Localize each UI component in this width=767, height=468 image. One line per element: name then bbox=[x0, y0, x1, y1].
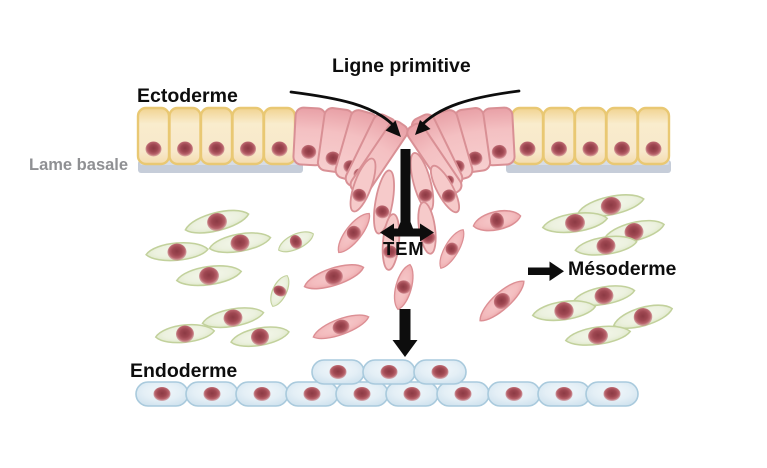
mesenchyme-cell bbox=[309, 308, 372, 345]
primitive-streak-epithelium bbox=[292, 106, 516, 196]
label-ligne-primitive: Ligne primitive bbox=[332, 55, 471, 77]
ectoderm-cell bbox=[199, 106, 234, 166]
mesoderm-cell bbox=[144, 239, 210, 264]
mesoderm-cell bbox=[274, 226, 318, 258]
label-tem: TEM bbox=[383, 238, 425, 259]
mesoderm-arrow bbox=[528, 261, 564, 281]
label-lame-basale: Lame basale bbox=[29, 156, 129, 174]
label-mesoderme: Mésoderme bbox=[568, 258, 677, 280]
mesenchyme-cell bbox=[434, 225, 470, 273]
endoderm-arrow bbox=[392, 309, 418, 357]
ectoderm-cell bbox=[262, 106, 297, 166]
mesoderm-cell bbox=[174, 261, 244, 291]
endoderm-cell bbox=[335, 381, 389, 407]
ectoderm-cell bbox=[136, 106, 171, 166]
endoderm-cell bbox=[235, 381, 289, 407]
mesoderm-cell bbox=[265, 271, 294, 310]
endoderm-cell bbox=[285, 381, 339, 407]
mesenchyme-pink-cells bbox=[300, 205, 530, 345]
endoderm-cell bbox=[185, 381, 239, 407]
ectoderm-cell bbox=[573, 106, 608, 166]
endoderm-cell bbox=[537, 381, 591, 407]
mesenchyme-cell bbox=[331, 207, 376, 258]
endoderm-cell bbox=[135, 381, 189, 407]
endoderm-cell bbox=[413, 359, 467, 385]
endoderm-cell bbox=[362, 359, 416, 385]
mesoderm-green-cells-right-lower bbox=[530, 281, 676, 350]
ectoderm-cell bbox=[231, 106, 265, 166]
label-ectoderme: Ectoderme bbox=[137, 85, 238, 107]
ectoderm-cell bbox=[510, 106, 545, 166]
ectoderm-epithelium-right bbox=[510, 106, 671, 166]
endoderm-cell bbox=[436, 381, 490, 407]
mesenchyme-cell bbox=[389, 261, 418, 313]
mesoderm-cell bbox=[207, 228, 273, 258]
mesenchyme-cell bbox=[473, 274, 530, 328]
mesenchyme-cell bbox=[470, 205, 524, 236]
mesoderm-cell bbox=[228, 322, 292, 352]
mesoderm-green-cells-right-upper bbox=[540, 188, 668, 260]
mesenchyme-cell bbox=[300, 258, 367, 296]
ectoderm-cell bbox=[168, 106, 202, 166]
ectoderm-cell bbox=[636, 106, 671, 166]
endoderm-cell bbox=[487, 381, 541, 407]
endoderm-cell bbox=[385, 381, 439, 407]
curved-arrow-right bbox=[415, 89, 521, 135]
ectoderm-cell bbox=[605, 106, 639, 166]
tem-arrow bbox=[380, 149, 434, 242]
label-endoderme: Endoderme bbox=[130, 360, 238, 382]
endoderm-cell bbox=[585, 381, 639, 407]
ectoderm-epithelium-left bbox=[136, 106, 297, 166]
mesoderm-green-cells-left bbox=[144, 204, 318, 352]
ectoderm-cell bbox=[542, 106, 576, 166]
endoderm-cell bbox=[311, 359, 365, 385]
curved-arrow-left bbox=[289, 90, 401, 137]
